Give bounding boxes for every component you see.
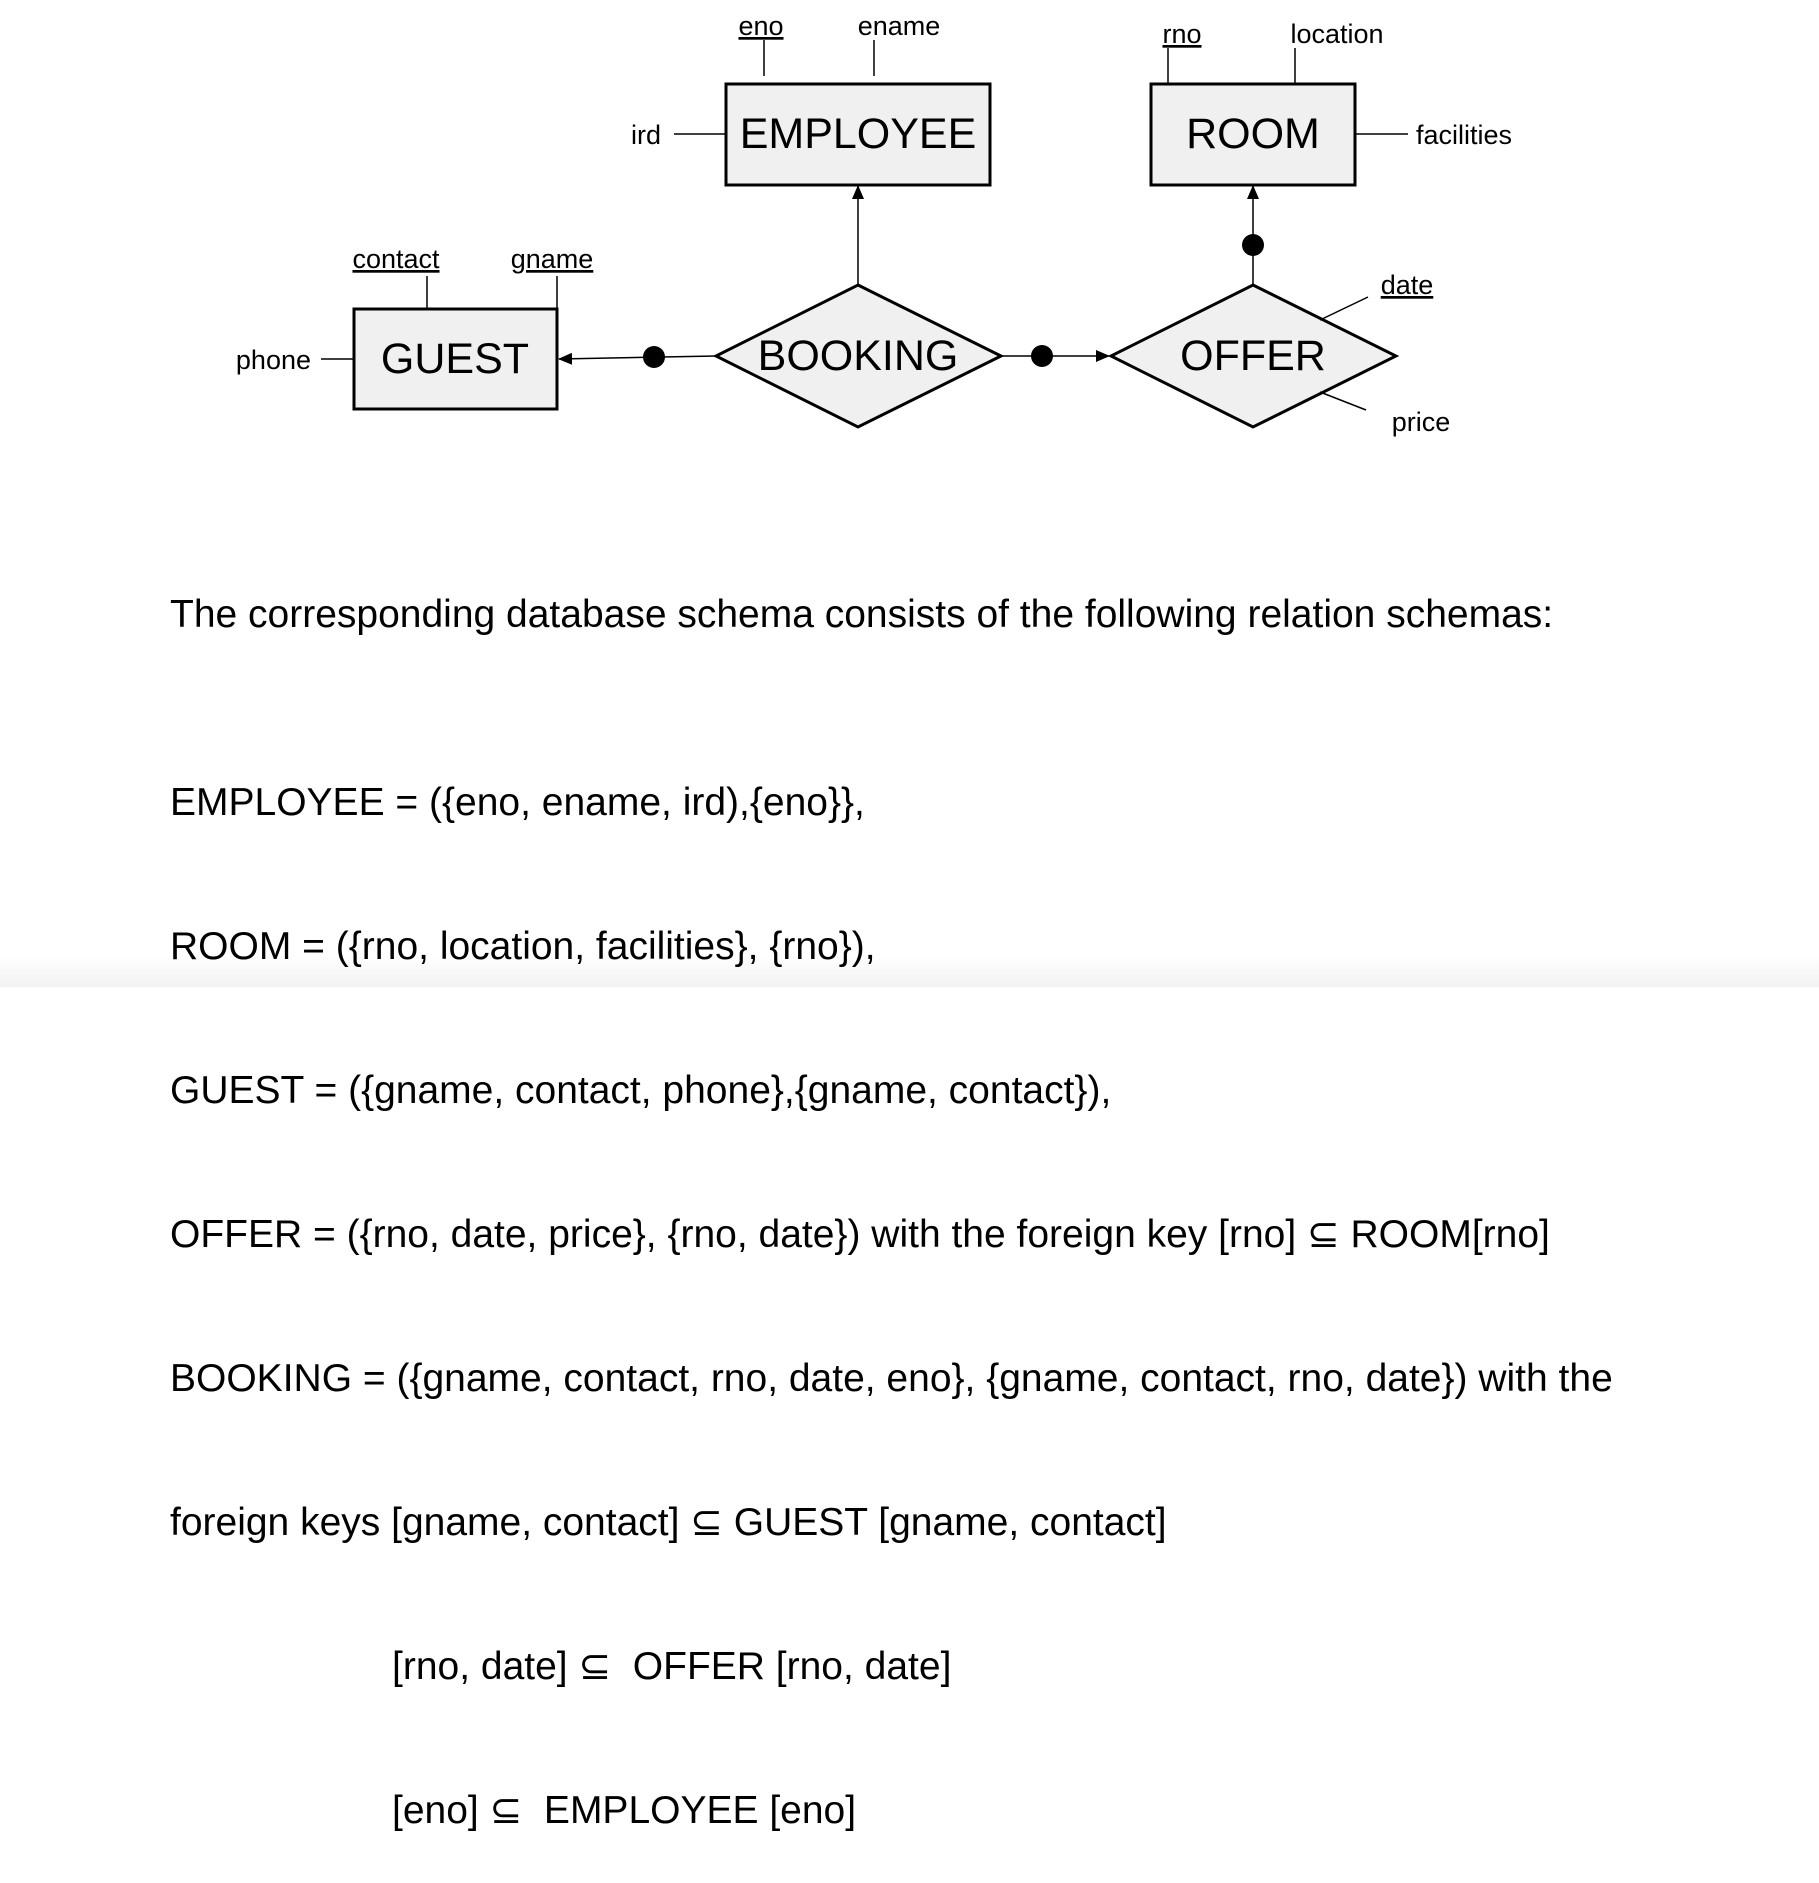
facilities-attribute: facilities bbox=[1416, 120, 1512, 150]
rno-attribute: rno bbox=[1162, 19, 1201, 49]
offer-relationship: OFFER bbox=[1107, 283, 1400, 429]
booking-diamond bbox=[712, 283, 1005, 429]
guest-label: GUEST bbox=[381, 335, 529, 383]
schema-intro: The corresponding database schema consis… bbox=[170, 593, 1554, 636]
phone-attribute: phone bbox=[236, 345, 311, 375]
booking-guest-link bbox=[558, 352, 717, 365]
schema-line-booking: BOOKING = ({gname, contact, rno, date, e… bbox=[170, 1357, 1613, 1400]
employee-label: EMPLOYEE bbox=[740, 110, 977, 158]
employee-entity: EMPLOYEE bbox=[724, 82, 992, 187]
guest-entity: GUEST bbox=[352, 307, 559, 411]
employee-box bbox=[724, 82, 992, 187]
offer-room-dot bbox=[1242, 234, 1264, 256]
price-attribute: price bbox=[1392, 407, 1451, 437]
schema-line-booking-fk-employee: [eno] ⊆ EMPLOYEE [eno] bbox=[392, 1789, 857, 1832]
room-entity: ROOM bbox=[1149, 82, 1357, 187]
ird-attribute: ird bbox=[631, 120, 661, 150]
date-connector bbox=[1319, 296, 1369, 321]
gname-attribute: gname bbox=[511, 244, 594, 274]
er-diagram: EMPLOYEE eno ename ird ROOM rno location… bbox=[236, 11, 1512, 437]
guest-box bbox=[352, 307, 559, 411]
schema-line-guest: GUEST = ({gname, contact, phone},{gname,… bbox=[170, 1069, 1112, 1112]
schema-line-offer: OFFER = ({rno, date, price}, {rno, date}… bbox=[170, 1213, 1550, 1256]
page-bottom-band bbox=[0, 955, 1819, 987]
location-attribute: location bbox=[1290, 19, 1383, 49]
booking-label: BOOKING bbox=[758, 332, 959, 380]
schema-text: The corresponding database schema consis… bbox=[170, 495, 1613, 1883]
booking-offer-dot bbox=[1031, 345, 1053, 367]
schema-line-room: ROOM = ({rno, location, facilities}, {rn… bbox=[170, 925, 876, 968]
offer-label: OFFER bbox=[1180, 332, 1326, 380]
offer-diamond bbox=[1107, 283, 1400, 429]
schema-line-booking-fk-guest: foreign keys [gname, contact] ⊆ GUEST [g… bbox=[170, 1501, 1167, 1544]
booking-relationship: BOOKING bbox=[712, 283, 1005, 429]
eno-attribute: eno bbox=[738, 11, 783, 41]
schema-line-booking-fk-offer: [rno, date] ⊆ OFFER [rno, date] bbox=[392, 1645, 952, 1688]
booking-guest-dot bbox=[643, 346, 665, 368]
schema-line-employee: EMPLOYEE = ({eno, ename, ird),{eno}}, bbox=[170, 781, 865, 824]
room-label: ROOM bbox=[1186, 110, 1320, 158]
price-connector bbox=[1319, 391, 1367, 411]
contact-attribute: contact bbox=[352, 244, 440, 274]
date-attribute: date bbox=[1381, 270, 1434, 300]
ename-attribute: ename bbox=[858, 11, 941, 41]
